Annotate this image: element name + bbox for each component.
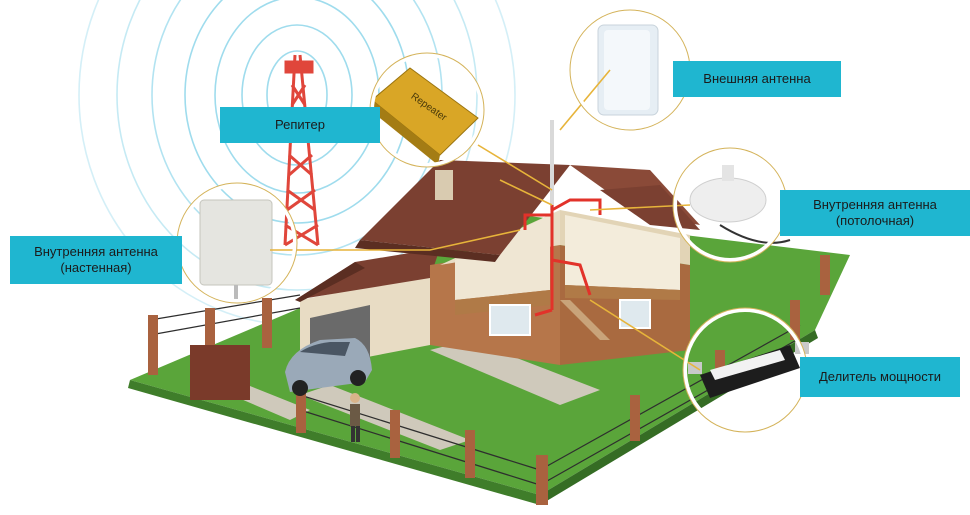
label-repeater-text: Репитер: [275, 117, 325, 132]
label-external-antenna: Внешняя антенна: [673, 61, 841, 97]
fence-pillars: [148, 255, 830, 505]
leader-lines: [270, 69, 701, 371]
label-indoor-ceiling-line1: Внутренняя антенна: [813, 197, 937, 212]
label-splitter: Делитель мощности: [800, 357, 960, 397]
indoor-wall-antenna-device: [199, 199, 273, 300]
gate: [190, 345, 250, 400]
label-external-antenna-text: Внешняя антенна: [703, 71, 811, 86]
external-antenna-device: [550, 24, 659, 210]
label-splitter-text: Делитель мощности: [818, 369, 941, 384]
splitter-device: [688, 342, 809, 398]
repeater-device: Repeater: [370, 67, 479, 165]
signal-cables: [523, 198, 602, 317]
house: [355, 160, 700, 365]
label-indoor-ceiling-line2: (потолочная): [835, 213, 915, 228]
indoor-ceiling-antenna-device: [689, 165, 791, 244]
label-indoor-wall-line1: Внутренняя антенна: [34, 244, 158, 259]
label-indoor-ceiling-antenna: Внутренняя антенна (потолочная): [780, 190, 970, 236]
car: [285, 338, 372, 396]
label-repeater: Репитер: [220, 107, 380, 143]
person-figure: [350, 393, 360, 442]
label-indoor-wall-antenna: Внутренняя антенна (настенная): [10, 236, 182, 284]
label-indoor-wall-line2: (настенная): [60, 260, 132, 275]
